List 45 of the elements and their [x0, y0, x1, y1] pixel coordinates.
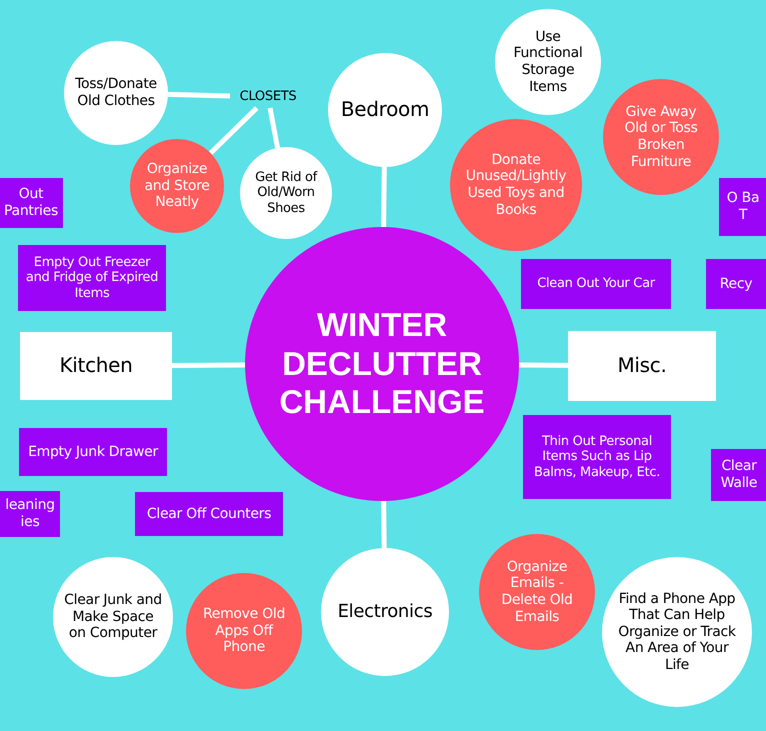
- node-text: WINTER DECLUTTER CHALLENGE: [278, 306, 486, 422]
- node-text: Give Away Old or Toss Broken Furniture: [623, 104, 699, 170]
- node-text: Clear Junk and Make Space on Computer: [63, 592, 163, 642]
- node-text: Remove Old Apps Off Phone: [202, 606, 286, 656]
- node-text: leaning ies: [4, 497, 56, 531]
- node-text: Clean Out Your Car: [537, 276, 655, 292]
- node-text: Toss/Donate Old Clothes: [74, 76, 158, 110]
- node-text: Get Rid of Old/Worn Shoes: [254, 170, 318, 216]
- connector-line: [381, 500, 387, 548]
- node-text: Find a Phone App That Can Help Organize or Track An Area of Your Life: [617, 590, 737, 674]
- task-card: [0, 491, 60, 537]
- node-text: Clear Off Counters: [146, 506, 272, 522]
- node-text: Donate Unused/Lightly Used Toys and Books: [464, 152, 568, 218]
- connector-line: [381, 166, 387, 228]
- node-text: Out Pantries: [3, 186, 59, 220]
- node-text: Kitchen: [59, 354, 133, 378]
- node-text: Recy: [720, 276, 752, 292]
- node-text: Bedroom: [340, 98, 430, 122]
- task-card: [0, 178, 63, 228]
- node-text: Empty Out Freezer and Fridge of Expired Items: [24, 255, 160, 301]
- connector-line: [268, 108, 280, 148]
- node-text: Use Functional Storage Items: [512, 28, 584, 96]
- connector-line: [168, 92, 230, 98]
- task-card: [719, 178, 766, 236]
- node-text: Empty Junk Drawer: [28, 444, 158, 460]
- node-text: Clear Walle: [720, 458, 758, 492]
- topic-bubble: [568, 331, 716, 401]
- task-card: [706, 259, 766, 309]
- connector-line: [518, 362, 568, 368]
- node-text: Misc.: [617, 354, 667, 378]
- node-text: Thin Out Personal Items Such as Lip Balms, Makeup, Etc.: [532, 434, 662, 480]
- task-card: [19, 428, 167, 476]
- task-card: [18, 245, 166, 311]
- task-card: [711, 449, 766, 501]
- connector-line: [172, 362, 246, 368]
- topic-bubble: [20, 332, 172, 400]
- node-text: O Ba T: [726, 190, 760, 224]
- node-text: Organize Emails - Delete Old Emails: [500, 558, 574, 626]
- node-text: Electronics: [338, 601, 432, 623]
- node-text: CLOSETS: [240, 89, 296, 105]
- node-text: Organize and Store Neatly: [143, 161, 211, 211]
- connector-line: [208, 106, 258, 155]
- task-card: [135, 492, 283, 536]
- task-card: [521, 259, 671, 309]
- task-card: [523, 415, 671, 499]
